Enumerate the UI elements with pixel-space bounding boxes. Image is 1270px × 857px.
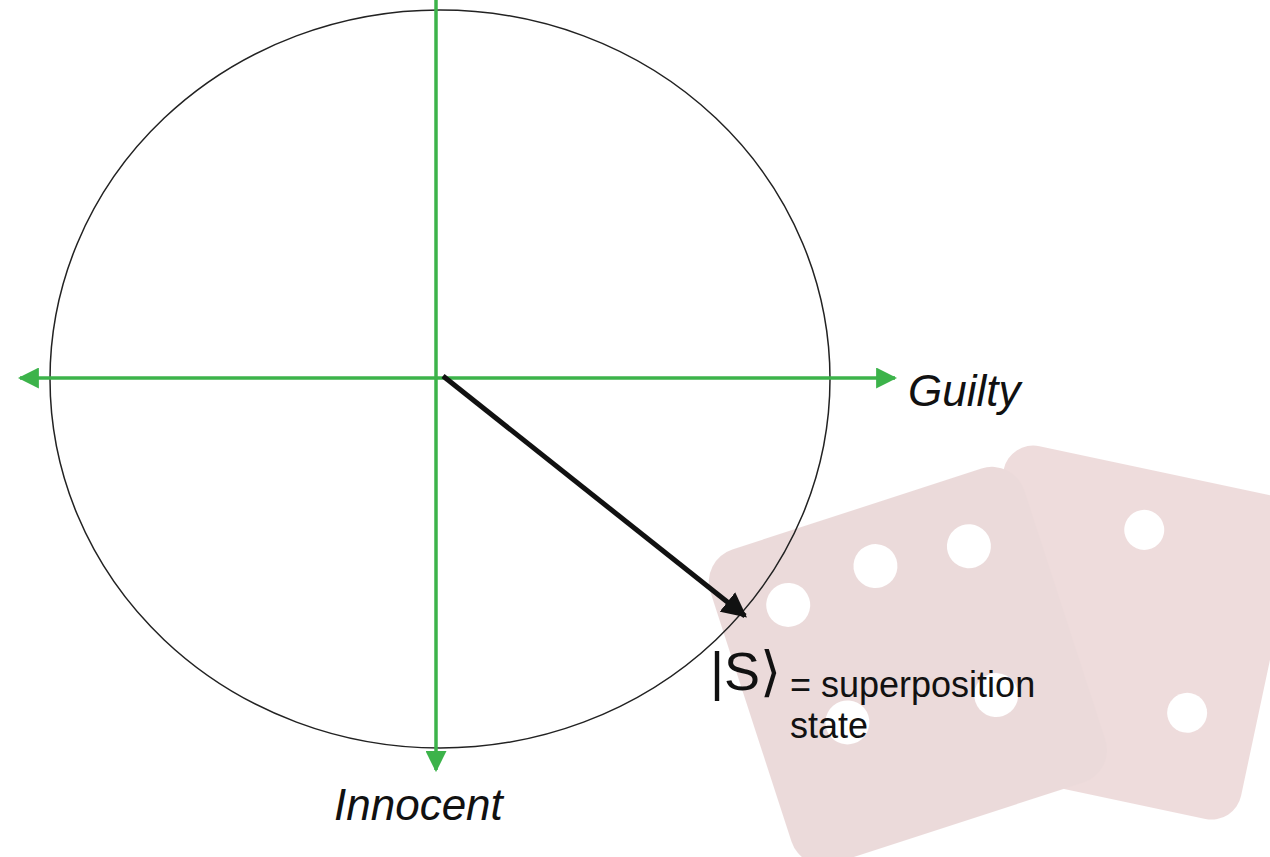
state-caption: = superposition state xyxy=(790,664,1100,747)
dice-watermark xyxy=(700,440,1270,857)
state-vector xyxy=(443,376,745,616)
ket-symbol: |S⟩ xyxy=(710,640,781,702)
axis-label: Innocent xyxy=(334,780,503,831)
guilty-axis xyxy=(20,376,895,380)
axis-label: Guilty xyxy=(908,366,1020,417)
innocent-axis xyxy=(434,0,438,770)
